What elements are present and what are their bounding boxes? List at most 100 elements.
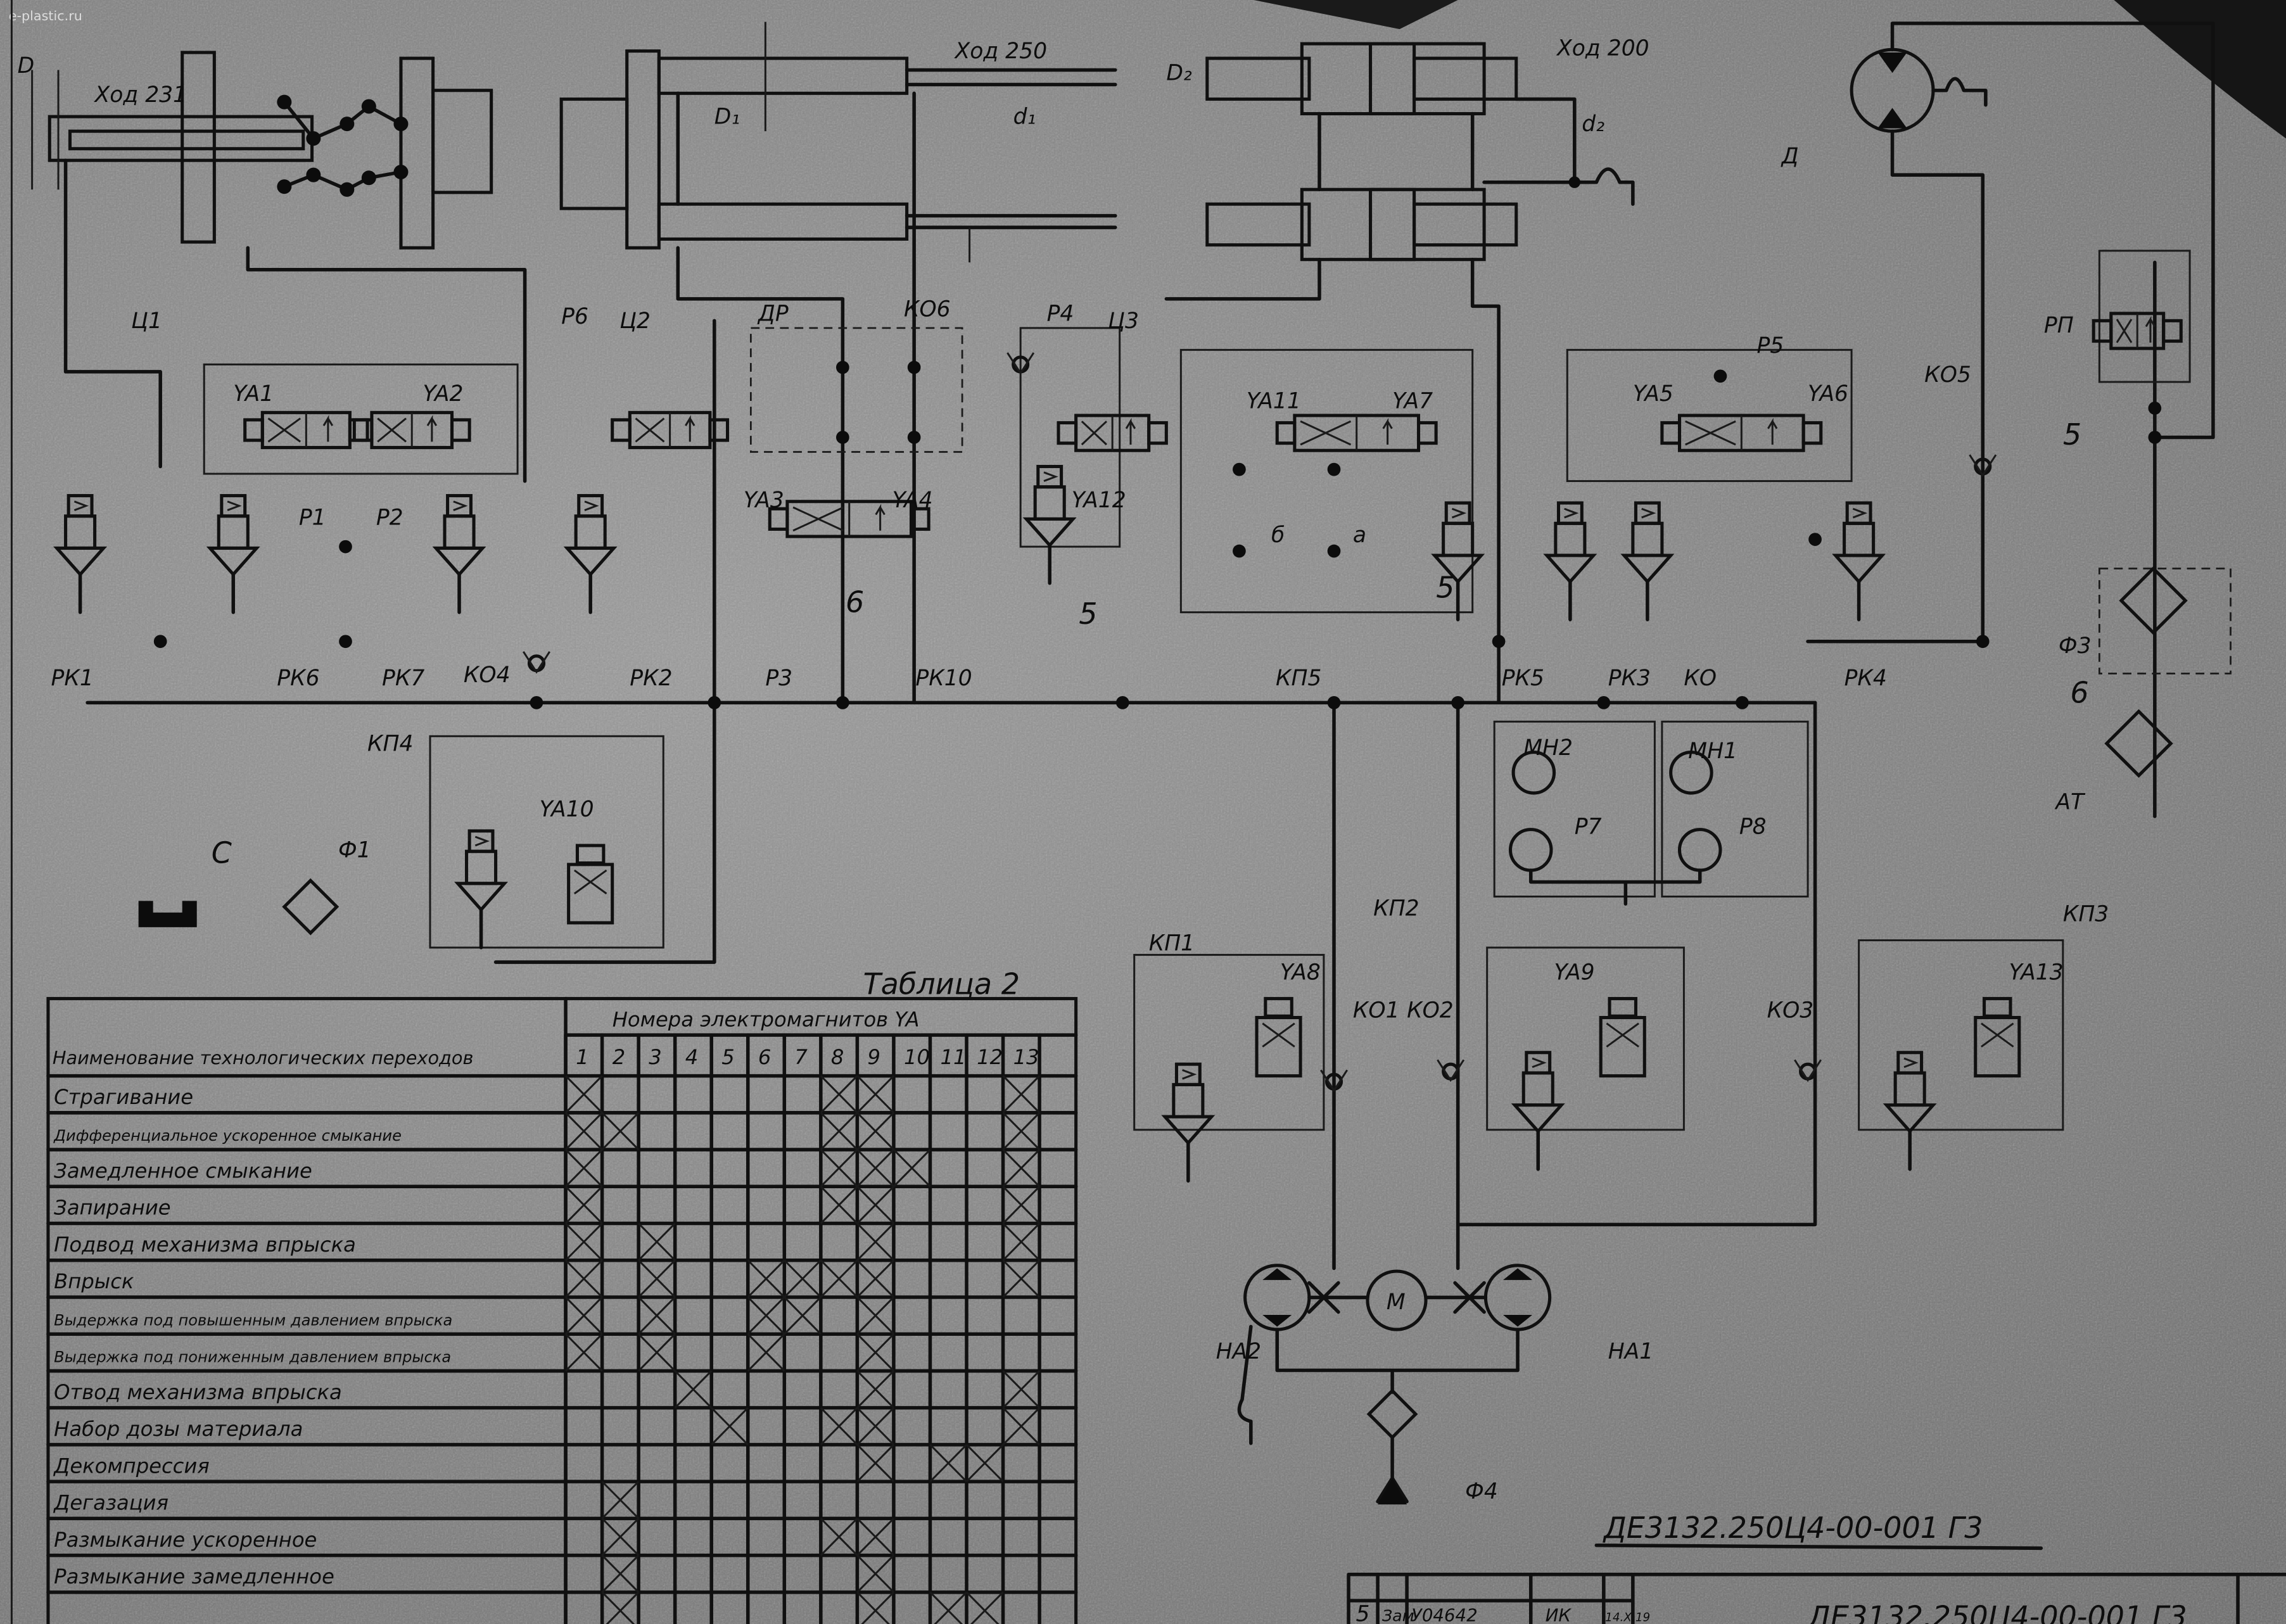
title-block: 5 Зам У04642 ИК 14.Х.19 ДЕ3132.250Ц4-00-… xyxy=(1347,1572,2286,1624)
cross-flow-icon xyxy=(1685,420,1736,446)
table-row: Декомпрессия xyxy=(46,1443,1078,1483)
row-label: Страгивание xyxy=(54,1085,193,1109)
label-ya11: YA11 xyxy=(1247,388,1301,414)
label-kp4: КП4 xyxy=(367,731,413,756)
junction-dot xyxy=(1115,696,1129,709)
cross-flow-icon xyxy=(1081,421,1107,446)
poppet-seat xyxy=(1511,1103,1565,1134)
label-ya12: YA12 xyxy=(1072,488,1126,513)
label-ko5: КО5 xyxy=(1924,362,1971,388)
poppet-seat xyxy=(1832,554,1886,585)
valve-kp3 xyxy=(1883,1051,1937,1171)
solenoid-on-mark-ya9 xyxy=(856,1333,894,1372)
valve-block-outlines xyxy=(203,250,2232,1131)
solenoid-on-mark-ya3 xyxy=(638,1259,676,1298)
table-col-2: 2 xyxy=(613,1045,626,1069)
junction-dot xyxy=(1808,533,1822,546)
solenoid-on-mark-ya2 xyxy=(601,1518,640,1556)
filter-f3 xyxy=(2119,566,2188,635)
valve-rk5 xyxy=(1543,501,1597,621)
label-motor-d: Д xyxy=(1781,144,1799,169)
valve-p6 xyxy=(611,410,730,450)
label-mn2: МН2 xyxy=(1523,735,1573,761)
row-label: Размыкание замедленное xyxy=(54,1564,334,1589)
solenoid-on-mark-ya8 xyxy=(820,1259,858,1298)
junction-dot xyxy=(1976,635,1990,649)
poppet-seat xyxy=(1883,1103,1937,1134)
solenoid-on-mark-ya9 xyxy=(856,1407,894,1445)
tank-c-symbol xyxy=(138,901,197,927)
solenoid-on-mark-ya12 xyxy=(965,1591,1004,1624)
arrow-icon xyxy=(875,504,886,531)
watermark: e-plastic.ru xyxy=(9,8,82,23)
solenoid-on-mark-ya13 xyxy=(1002,1075,1041,1113)
solenoid-on-mark-ya9 xyxy=(856,1149,894,1188)
solenoid-on-mark-ya1 xyxy=(564,1149,603,1188)
row-label: Декомпрессия xyxy=(53,1454,210,1478)
table-col-7: 7 xyxy=(794,1045,808,1069)
seat xyxy=(1969,454,1997,478)
junction-dot xyxy=(2148,431,2162,444)
torn-corner-shadow-right xyxy=(2114,0,2286,139)
table-row: Страгивание xyxy=(46,1075,1078,1115)
table-frame xyxy=(46,997,1078,1624)
label-ko2: КО2 xyxy=(1407,998,1454,1024)
label-rp: РП xyxy=(2044,313,2074,338)
label-ko6: КО6 xyxy=(904,296,951,322)
table-row: Замедленное смыкание xyxy=(46,1149,1078,1189)
solenoid-on-mark-ya1 xyxy=(564,1222,603,1261)
solenoid-on-mark-ya13 xyxy=(1002,1112,1041,1151)
arrow-icon xyxy=(1125,417,1136,445)
table-row xyxy=(601,1591,1004,1624)
solenoid-on-mark-ya9 xyxy=(856,1222,894,1261)
cross-icon xyxy=(1981,1022,2014,1048)
valve-ya5-ya6 xyxy=(1660,414,1823,452)
label-dim-d1: D₁ xyxy=(714,105,740,130)
label-ya3: YA3 xyxy=(744,488,784,513)
table-row: Набор дозы материала xyxy=(46,1407,1078,1447)
junction-dot xyxy=(339,540,352,554)
valve-kp2 xyxy=(1511,1051,1565,1171)
solenoid-on-mark-ya9 xyxy=(856,1259,894,1298)
label-ya13: YA13 xyxy=(2009,960,2064,986)
junction-dot xyxy=(1233,462,1246,476)
valve-body xyxy=(567,863,614,925)
label-c-tank: С xyxy=(212,836,232,870)
label-dim-d: D xyxy=(18,53,35,79)
spring-icon xyxy=(1564,507,1579,519)
spring-icon xyxy=(474,835,490,847)
junction-dot xyxy=(1492,635,1506,649)
title-sign: ИК xyxy=(1546,1604,1572,1624)
valve-ya13 xyxy=(1974,997,2021,1078)
pump-group xyxy=(1237,1264,1552,1505)
cross-flow-icon xyxy=(635,417,665,443)
label-na1: НА1 xyxy=(1608,1339,1654,1364)
label-ko4: КО4 xyxy=(464,663,511,688)
check-valve-ko1 xyxy=(1320,1069,1348,1093)
row-label: Отвод механизма впрыска xyxy=(54,1380,342,1404)
spring-icon xyxy=(1043,471,1058,482)
label-drain-5c: 5 xyxy=(2063,417,2081,452)
label-drain-6b: 6 xyxy=(2070,675,2088,709)
label-rk6: РК6 xyxy=(277,666,319,691)
solenoid-right-icon xyxy=(708,418,730,442)
label-p3: Р3 xyxy=(765,666,792,691)
label-ya5: YA5 xyxy=(1633,381,1673,407)
arrow-icon xyxy=(1382,417,1393,445)
solenoid-on-mark-ya3 xyxy=(638,1222,676,1261)
solenoid-on-mark-ya9 xyxy=(856,1443,894,1483)
arrow-icon xyxy=(322,415,334,442)
junction-dot xyxy=(708,696,721,709)
table-col-3: 3 xyxy=(649,1045,662,1069)
solenoid-on-mark-ya1 xyxy=(564,1075,603,1113)
solenoid-on-mark-ya10 xyxy=(892,1149,931,1188)
label-rk10: РК10 xyxy=(915,666,972,691)
seat xyxy=(1006,352,1035,375)
cross-flow-icon xyxy=(2116,319,2133,343)
label-ya2: YA2 xyxy=(422,381,463,407)
solenoid-on-mark-ya9 xyxy=(856,1112,894,1151)
valve-rk10 xyxy=(1022,464,1077,585)
junction-dot xyxy=(1327,462,1341,476)
junction-dot xyxy=(1327,544,1341,558)
label-drain-5a: 5 xyxy=(1079,597,1097,631)
